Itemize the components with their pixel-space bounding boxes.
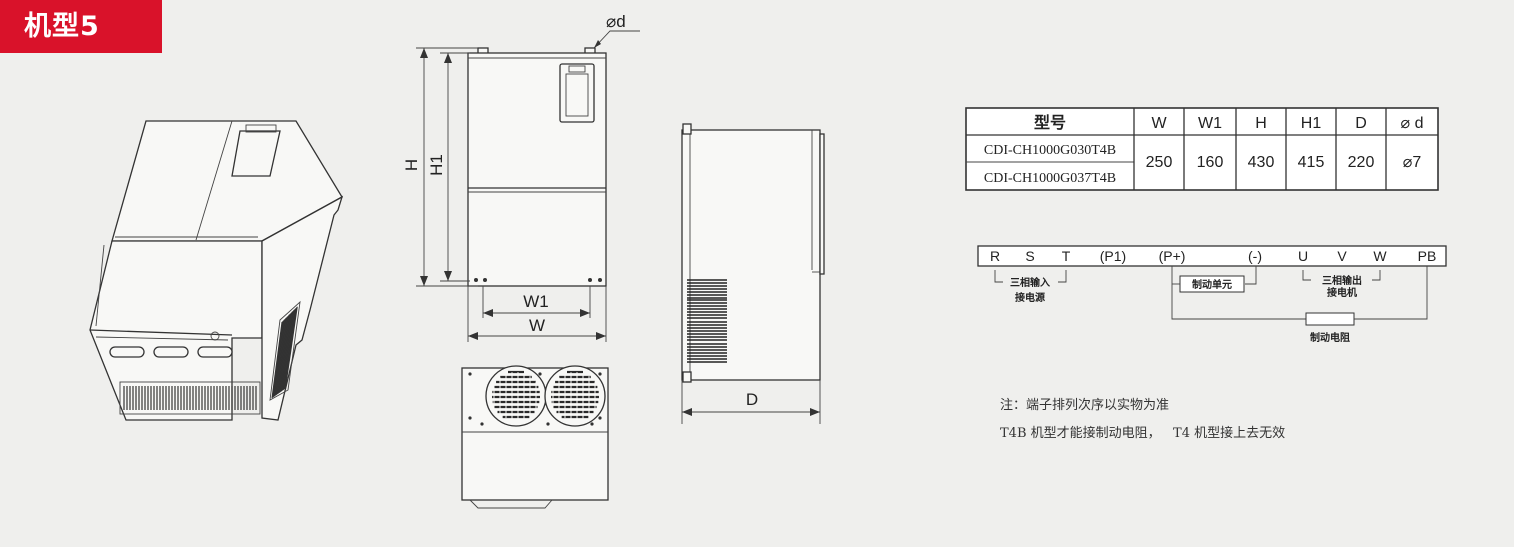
terminal-p-plus: (P+)	[1159, 248, 1186, 264]
table-header-w1: W1	[1198, 115, 1222, 132]
note-line-1: 注：端子排列次序以实物为准	[1000, 397, 1169, 413]
output-note-line2: 接电机	[1327, 286, 1357, 299]
spec-table: 型号 W W1 H H1 D ⌀ d CDI-CH1000G030T4B CDI…	[965, 107, 1439, 191]
terminal-w: W	[1373, 248, 1387, 264]
table-value-h: 430	[1248, 154, 1275, 171]
front-vent-grille	[123, 386, 257, 410]
dim-label-h: H	[402, 159, 421, 171]
terminal-t: T	[1062, 248, 1071, 264]
dim-label-h1: H1	[427, 154, 446, 176]
model-title-badge: 机型5	[0, 0, 162, 53]
table-header-phi-d: ⌀ d	[1401, 115, 1424, 132]
table-value-w1: 160	[1197, 154, 1224, 171]
isometric-view	[89, 120, 344, 421]
dim-label-d: D	[746, 390, 758, 409]
table-header-model: 型号	[1034, 114, 1066, 132]
table-value-w: 250	[1146, 154, 1173, 171]
table-header-w: W	[1151, 115, 1167, 132]
table-header-h1: H1	[1301, 115, 1322, 132]
dim-label-w: W	[529, 316, 545, 335]
brake-unit-label: 制动单元	[1192, 278, 1232, 291]
table-model-1: CDI-CH1000G030T4B	[984, 143, 1116, 158]
terminal-u: U	[1298, 248, 1308, 264]
dim-label-phi-d: ⌀d	[606, 12, 626, 31]
note-line-2: T4B 机型才能接制动电阻， T4 机型接上去无效	[1000, 425, 1285, 441]
terminal-p1: (P1)	[1100, 248, 1126, 264]
terminal-minus: (-)	[1248, 248, 1262, 264]
front-view: ⌀d H H1 W1 W	[402, 12, 640, 342]
terminal-r: R	[990, 248, 1000, 264]
terminal-s: S	[1025, 248, 1034, 264]
terminal-v: V	[1337, 248, 1347, 264]
table-value-phi-d: ⌀7	[1403, 154, 1422, 171]
input-note-line1: 三相输入	[1010, 276, 1050, 289]
bottom-view	[461, 365, 609, 509]
terminal-pb: PB	[1418, 248, 1437, 264]
dim-label-w1: W1	[523, 292, 549, 311]
table-model-2: CDI-CH1000G037T4B	[984, 171, 1116, 186]
input-note-line2: 接电源	[1015, 291, 1045, 304]
table-header-d: D	[1355, 115, 1367, 132]
table-value-d: 220	[1348, 154, 1375, 171]
side-view: D	[681, 123, 825, 424]
table-value-h1: 415	[1298, 154, 1325, 171]
table-header-h: H	[1255, 115, 1267, 132]
terminal-diagram: R S T (P1) (P+) (-) U V W PB 三相输入 接电源 三相…	[977, 245, 1447, 344]
brake-resistor-label: 制动电阻	[1310, 331, 1350, 344]
notes: 注：端子排列次序以实物为准 T4B 机型才能接制动电阻， T4 机型接上去无效	[1000, 397, 1285, 441]
output-note-line1: 三相输出	[1322, 274, 1362, 287]
